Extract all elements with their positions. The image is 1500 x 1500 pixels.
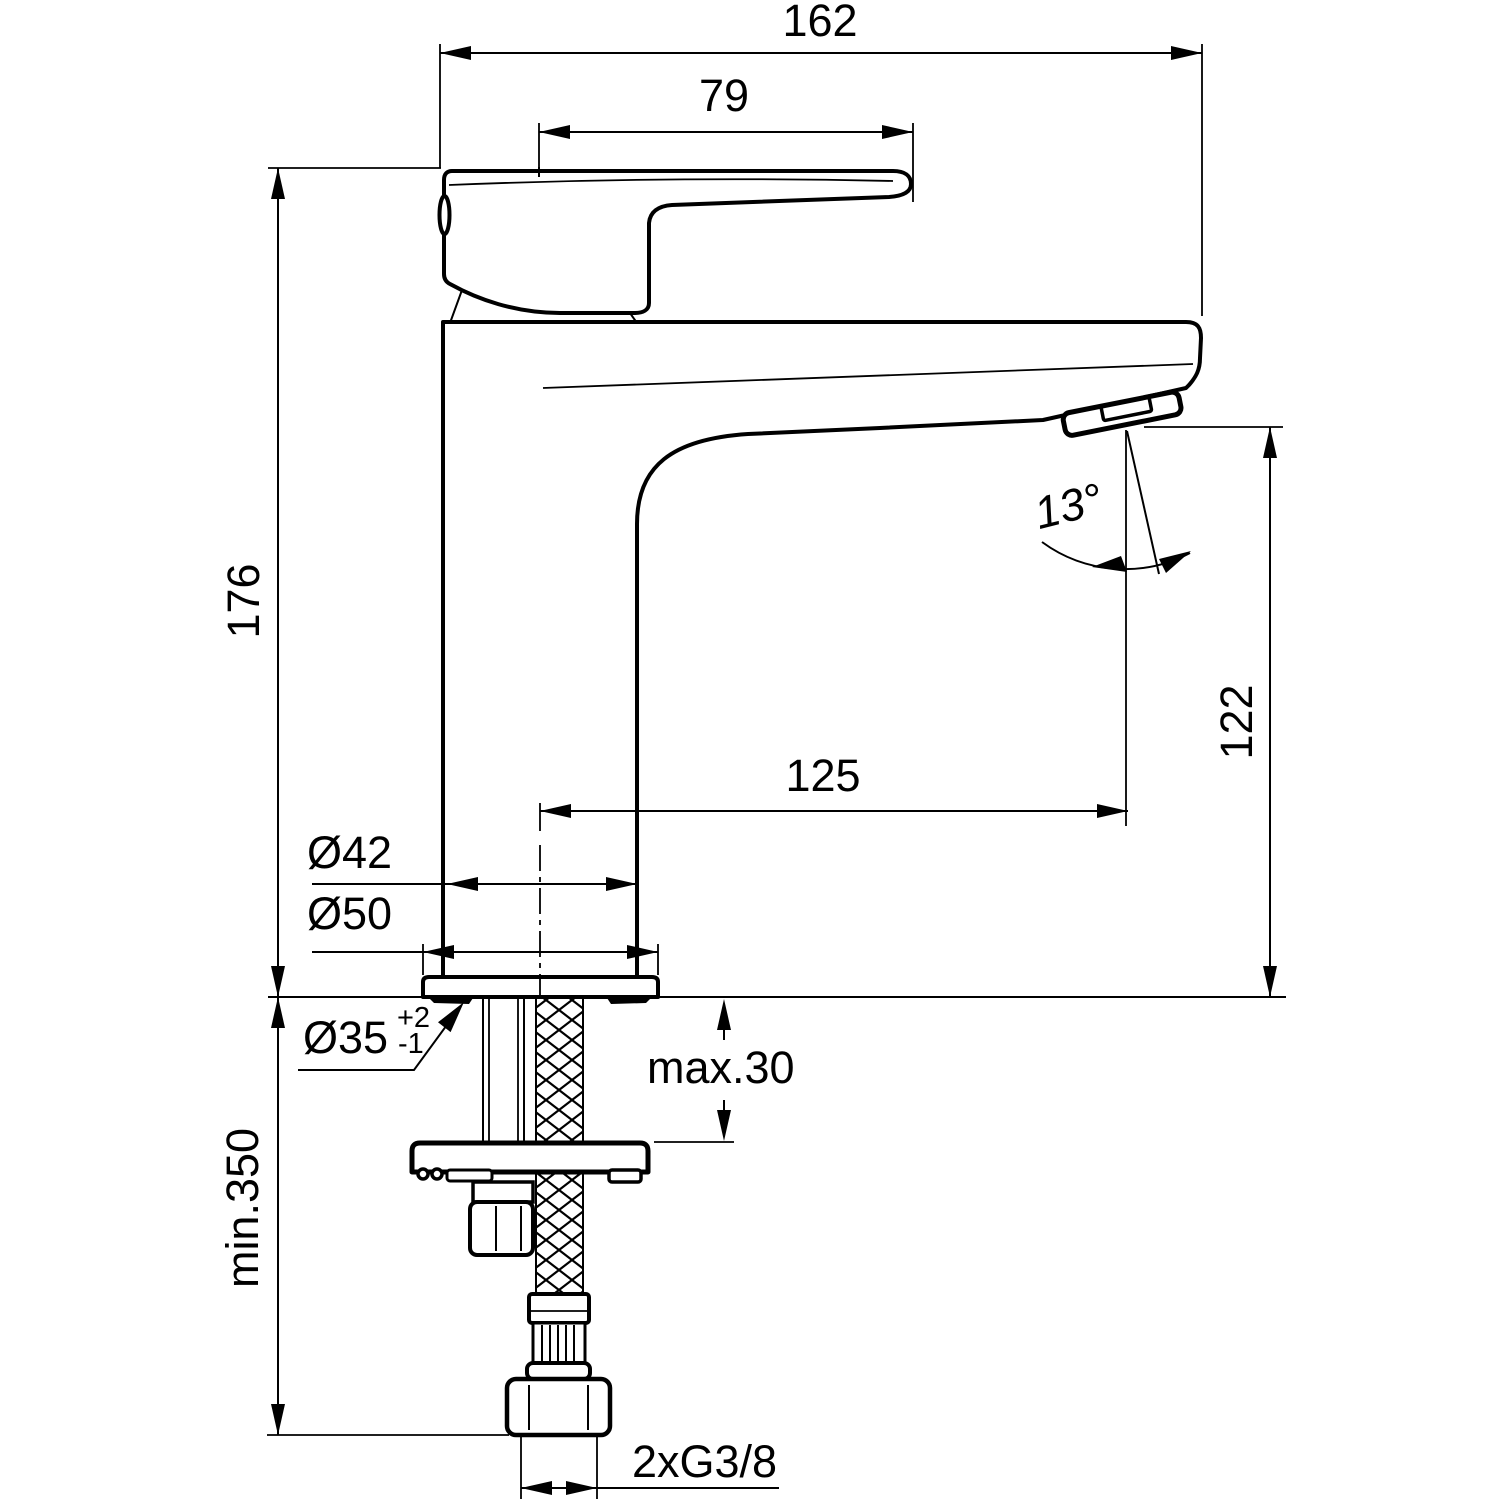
arrowhead	[423, 945, 454, 959]
label-162: 162	[782, 0, 857, 46]
arrowhead	[1159, 551, 1191, 573]
label-d35-tol-minus: -1	[398, 1028, 424, 1060]
faucet-body	[441, 320, 1203, 979]
annotation-hole-diameter: Ø35 +2 -1	[298, 1002, 464, 1071]
arrowhead	[271, 1404, 285, 1435]
leader-underline-d35	[298, 1006, 461, 1071]
arrowhead	[717, 999, 731, 1030]
clamp-clip-right	[607, 1168, 643, 1184]
clamp-screw-tip-2	[430, 1167, 444, 1181]
arrowhead	[539, 125, 570, 139]
stud-hex-nut-facets	[495, 1206, 522, 1251]
dimension-overall-width: 162	[439, 0, 1203, 316]
arrowhead	[271, 966, 285, 997]
lever-pivot-lens	[437, 194, 452, 236]
clamp-clip-left	[445, 1168, 494, 1183]
label-max30: max.30	[647, 1042, 795, 1093]
aerator-screen	[1099, 396, 1154, 423]
dimension-hose-length: min.350	[217, 997, 509, 1436]
dimension-spout-reach: 125	[539, 430, 1128, 995]
stud-hex-nut	[468, 1200, 535, 1257]
lever-top-edge-line	[448, 178, 894, 186]
dimension-connection-thread: 2xG3/8	[520, 1436, 779, 1499]
gasket-left	[429, 998, 473, 1004]
arrowhead	[271, 168, 285, 199]
hose-corrugation-ribs	[541, 1325, 575, 1362]
label-122: 122	[1211, 684, 1262, 759]
handle-gap-tick-left	[449, 289, 463, 324]
label-d42: Ø42	[307, 827, 392, 878]
hose-ferrule	[527, 1292, 591, 1325]
arrowhead	[447, 877, 478, 891]
jet-line	[1126, 430, 1160, 575]
arrowhead	[1092, 556, 1127, 572]
ext-lines-79	[538, 123, 914, 202]
label-min350: min.350	[217, 1128, 268, 1288]
arrowhead	[1263, 966, 1277, 997]
dimension-body-diameter: Ø42	[307, 827, 637, 891]
arrowhead	[271, 997, 285, 1028]
label-g38: 2xG3/8	[632, 1436, 777, 1487]
dimension-base-diameter: Ø50	[307, 888, 659, 975]
arrowhead	[540, 804, 571, 818]
arrowhead	[1097, 804, 1128, 818]
dimension-body-height: 176	[218, 167, 441, 997]
label-13deg: 13°	[1029, 473, 1107, 539]
ext-lines-162	[439, 44, 1203, 316]
lever-handle	[437, 169, 913, 324]
ext-lines-d50	[422, 944, 659, 975]
gasket-right	[607, 998, 651, 1004]
arrowhead	[717, 1110, 731, 1141]
label-125: 125	[785, 750, 860, 801]
base-and-counter	[268, 975, 1286, 1004]
arrowhead	[521, 1481, 552, 1495]
label-176: 176	[218, 563, 269, 638]
label-79: 79	[699, 70, 749, 121]
label-d35: Ø35	[303, 1012, 388, 1063]
dimension-spout-height: 122	[1144, 426, 1283, 997]
base-plate	[421, 975, 660, 999]
stud-spacer	[471, 1180, 535, 1204]
label-d35-tol-plus: +2	[397, 1002, 430, 1034]
dimension-counter-thickness: max.30	[647, 999, 795, 1143]
arrowhead	[1263, 427, 1277, 458]
dimension-handle-length: 79	[538, 70, 914, 202]
arrowhead	[440, 46, 471, 60]
arrowhead	[606, 877, 637, 891]
body-outline	[441, 320, 1203, 979]
connection-hex-nut-facets	[528, 1385, 589, 1430]
connection-hex-nut	[504, 1376, 613, 1438]
clamp-screw-tip-1	[416, 1167, 430, 1181]
arrowhead	[627, 945, 658, 959]
arrowhead	[566, 1481, 597, 1495]
arrowhead	[438, 1002, 464, 1033]
threaded-stud-inner	[488, 999, 519, 1143]
handle-gap-tick-right	[629, 312, 638, 324]
arrowhead	[1171, 46, 1202, 60]
threaded-stud-outer	[482, 999, 525, 1143]
under-counter-assembly	[409, 999, 651, 1438]
arrowhead	[882, 125, 913, 139]
body-accent-line	[542, 363, 1194, 389]
label-d50: Ø50	[307, 888, 392, 939]
annotation-jet-angle: 13°	[1029, 430, 1191, 575]
lever-outline	[442, 169, 913, 315]
hose-collar	[525, 1361, 592, 1381]
mounting-clamp	[409, 1140, 651, 1175]
